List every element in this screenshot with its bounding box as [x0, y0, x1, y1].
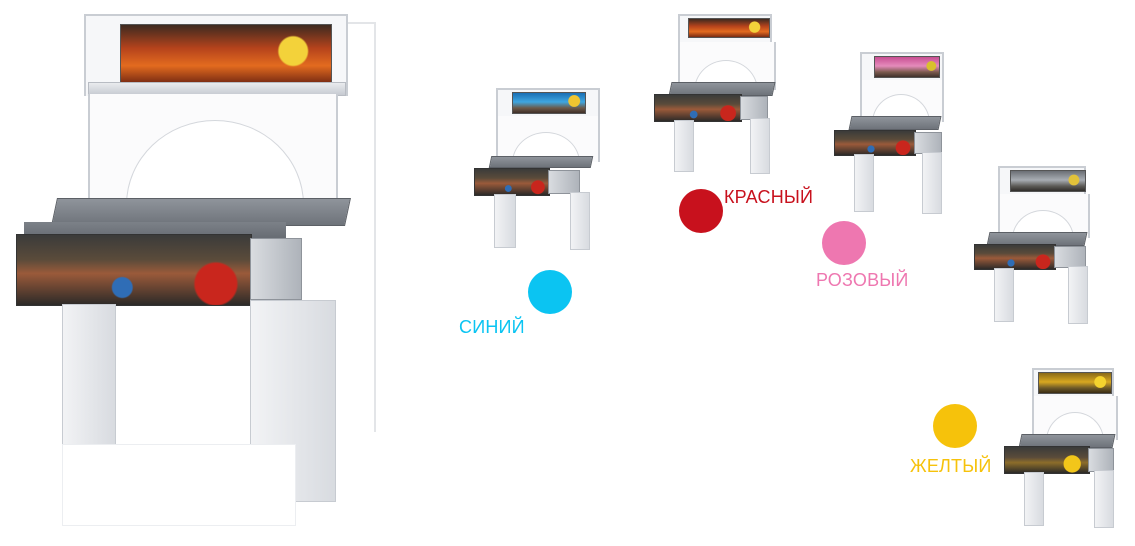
- desk-side-panel: [494, 194, 516, 248]
- color-label-yellow: ЖЕЛТЫЙ: [910, 456, 992, 476]
- desk-side-panel: [1094, 470, 1114, 528]
- yellow-color-dot-icon: [933, 404, 977, 448]
- drawer-side: [914, 132, 942, 154]
- drawer-side: [548, 170, 580, 194]
- hutch-picture-panel: [1038, 372, 1112, 394]
- desk-side-panel: [994, 268, 1014, 322]
- drawer-front-picture: [16, 234, 252, 306]
- color-label-blue: СИНИЙ: [459, 317, 525, 337]
- desk-side-panel: [1024, 472, 1044, 526]
- desk-footprint: [62, 444, 296, 526]
- depth-guide-line: [339, 22, 375, 24]
- drawer-side: [740, 96, 768, 120]
- drawer-front-picture: [1004, 446, 1090, 474]
- desk-variant-pink: [834, 52, 944, 214]
- drawer-side: [1054, 246, 1086, 268]
- hutch-picture-panel: [688, 18, 770, 38]
- drawer-front-picture: [474, 168, 550, 196]
- desk-variant-blue: [474, 88, 600, 250]
- pink-color-dot-icon: [822, 221, 866, 265]
- color-label-pink: РОЗОВЫЙ: [816, 270, 909, 290]
- desk-variant-red: [652, 14, 780, 174]
- height-guide-line: [374, 22, 376, 432]
- desk-side-panel: [1068, 266, 1088, 324]
- desk-top: [488, 156, 594, 168]
- hutch-picture-panel: [874, 56, 940, 78]
- desk-side-panel-left: [62, 304, 116, 456]
- drawer-side: [1088, 448, 1114, 472]
- drawer-front-picture: [654, 94, 742, 122]
- color-label-red: КРАСНЫЙ: [724, 187, 814, 207]
- hutch-picture-panel: [120, 24, 332, 84]
- hutch-picture-panel: [1010, 170, 1086, 192]
- desk-variant-street: [974, 166, 1090, 324]
- desk-side-panel: [674, 120, 694, 172]
- drawer-front-picture: [834, 130, 916, 156]
- desk-side-panel: [854, 154, 874, 212]
- blue-color-dot-icon: [528, 270, 572, 314]
- desk-variant-yellow: [1004, 368, 1118, 528]
- desk-side-panel: [750, 118, 770, 174]
- hutch-picture-panel: [512, 92, 586, 114]
- desk-side-panel: [570, 192, 590, 250]
- red-color-dot-icon: [679, 189, 723, 233]
- main-desk-image: [14, 14, 394, 534]
- drawer-front-picture: [974, 244, 1056, 270]
- desk-top: [848, 116, 942, 130]
- drawer-side: [250, 238, 302, 300]
- desk-side-panel: [922, 152, 942, 214]
